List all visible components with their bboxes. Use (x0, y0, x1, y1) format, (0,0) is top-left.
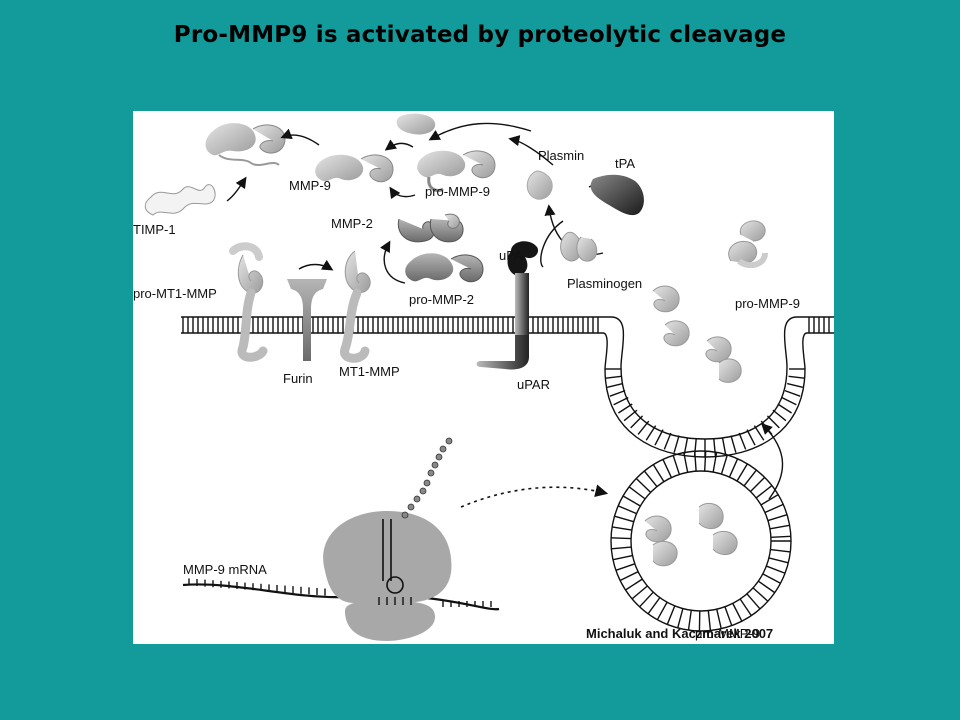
tpa-label: tPA (615, 156, 635, 171)
diagram-panel: TIMP-1 MMP-9 pro-MMP-9 MMP-2 pro-MMP-2 (133, 111, 834, 644)
pro-mmp9-in-pit (652, 285, 742, 383)
timp1-protein (144, 184, 216, 216)
tpa-protein (590, 174, 644, 216)
mt1-mmp-label: MT1-MMP (339, 364, 400, 379)
mrna-codon-marks (188, 578, 492, 607)
plasminogen-label: Plasminogen (567, 276, 642, 291)
pro-mt1-mmp-label: pro-MT1-MMP (133, 286, 217, 301)
mmp9-label: MMP-9 (289, 178, 331, 193)
mmp9-timp1-complex (205, 123, 286, 166)
upar-label: uPAR (517, 377, 550, 392)
ribosome (323, 511, 452, 641)
pro-mmp9-vesicle-label: pro-MMP-9 (695, 626, 760, 641)
timp1-label: TIMP-1 (133, 222, 176, 237)
pro-mmp9-right-protein (728, 220, 768, 269)
pro-mmp9-in-vesicle (644, 503, 738, 567)
upa-label: uPA (499, 248, 523, 263)
trafficking-dotted-arrow (460, 484, 609, 508)
mmp9-activation-diagram: TIMP-1 MMP-9 pro-MMP-9 MMP-2 pro-MMP-2 (133, 113, 834, 641)
pro-mmp9-top-label: pro-MMP-9 (425, 184, 490, 199)
citation-credit: Michaluk and Kaczmarek 2007 (586, 626, 773, 641)
pro-mmp2-label: pro-MMP-2 (409, 292, 474, 307)
mmp9-mrna-label: MMP-9 mRNA (183, 562, 267, 577)
furin-protein (287, 279, 327, 361)
secretory-vesicle (610, 450, 792, 632)
pro-mmp9-top-protein (417, 150, 496, 192)
furin-label: Furin (283, 371, 313, 386)
mmp9-active-protein (315, 154, 394, 183)
pro-mt1-mmp-protein (229, 242, 268, 362)
vesicle-lipid-heads (611, 451, 791, 631)
plasmin-protein (526, 170, 553, 200)
mmp2-label: MMP-2 (331, 216, 373, 231)
exocytosis-arrow (761, 423, 784, 500)
upa-upar-complex (476, 241, 539, 370)
plasminogen-protein (560, 231, 598, 262)
nascent-peptide-chain (401, 437, 453, 519)
pro-mmp9-right-label: pro-MMP-9 (735, 296, 800, 311)
plasmin-label: Plasmin (538, 148, 584, 163)
plasma-membrane (181, 316, 834, 458)
pro-mmp2-protein (405, 253, 484, 283)
mt1-mmp-protein (340, 250, 371, 363)
cleaved-propeptide (396, 113, 436, 135)
slide-title: Pro-MMP9 is activated by proteolytic cle… (173, 22, 787, 48)
mmp2-active-protein (397, 213, 464, 243)
